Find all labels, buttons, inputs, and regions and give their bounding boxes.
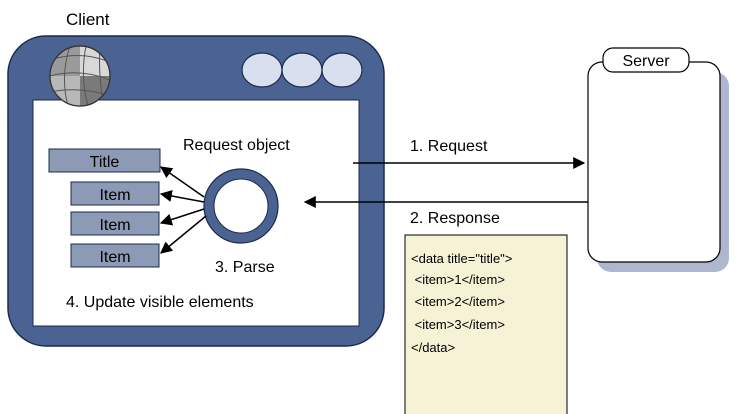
response-line-5: </data> (411, 340, 455, 355)
window-button-1[interactable] (241, 52, 283, 88)
window-button-2[interactable] (281, 52, 323, 88)
response-document: <data title="title"> <item>1</item> <ite… (404, 234, 568, 414)
item-element-box-3 (70, 243, 160, 268)
globe-icon (49, 45, 111, 107)
client-label: Client (66, 10, 110, 29)
response-document-page (404, 234, 568, 414)
item-element-box-1 (70, 181, 160, 206)
parse-arrow-item-1 (159, 190, 205, 203)
response-label: 2. Response (410, 210, 500, 227)
parse-arrow-item-2 (159, 208, 205, 226)
title-element-box (48, 148, 161, 173)
item-element-label-1: Item (99, 187, 130, 204)
request-label: 1. Request (410, 138, 488, 155)
request-object-label: Request object (183, 137, 290, 154)
parse-label: 3. Parse (215, 259, 275, 276)
server-window: Server (587, 47, 729, 272)
response-line-3: <item>2</item> (411, 294, 505, 309)
parse-arrow-item-3 (160, 215, 207, 254)
item-element-label-2: Item (99, 217, 130, 234)
parse-arrow-title (160, 166, 205, 198)
server-tab (602, 47, 690, 73)
response-line-2: <item>1</item> (411, 272, 505, 287)
request-object-icon (203, 168, 279, 244)
server-label: Server (622, 53, 670, 70)
item-element-box-2 (70, 211, 160, 236)
update-label: 4. Update visible elements (66, 294, 254, 311)
window-button-3[interactable] (321, 52, 363, 88)
client-window: Request object 3. Parse 4. Update visibl… (7, 35, 385, 347)
item-element-label-3: Item (99, 249, 130, 266)
server-box (587, 61, 721, 263)
response-line-1: <data title="title"> (411, 251, 512, 266)
title-element-label: Title (90, 154, 120, 171)
response-line-4: <item>3</item> (411, 317, 505, 332)
